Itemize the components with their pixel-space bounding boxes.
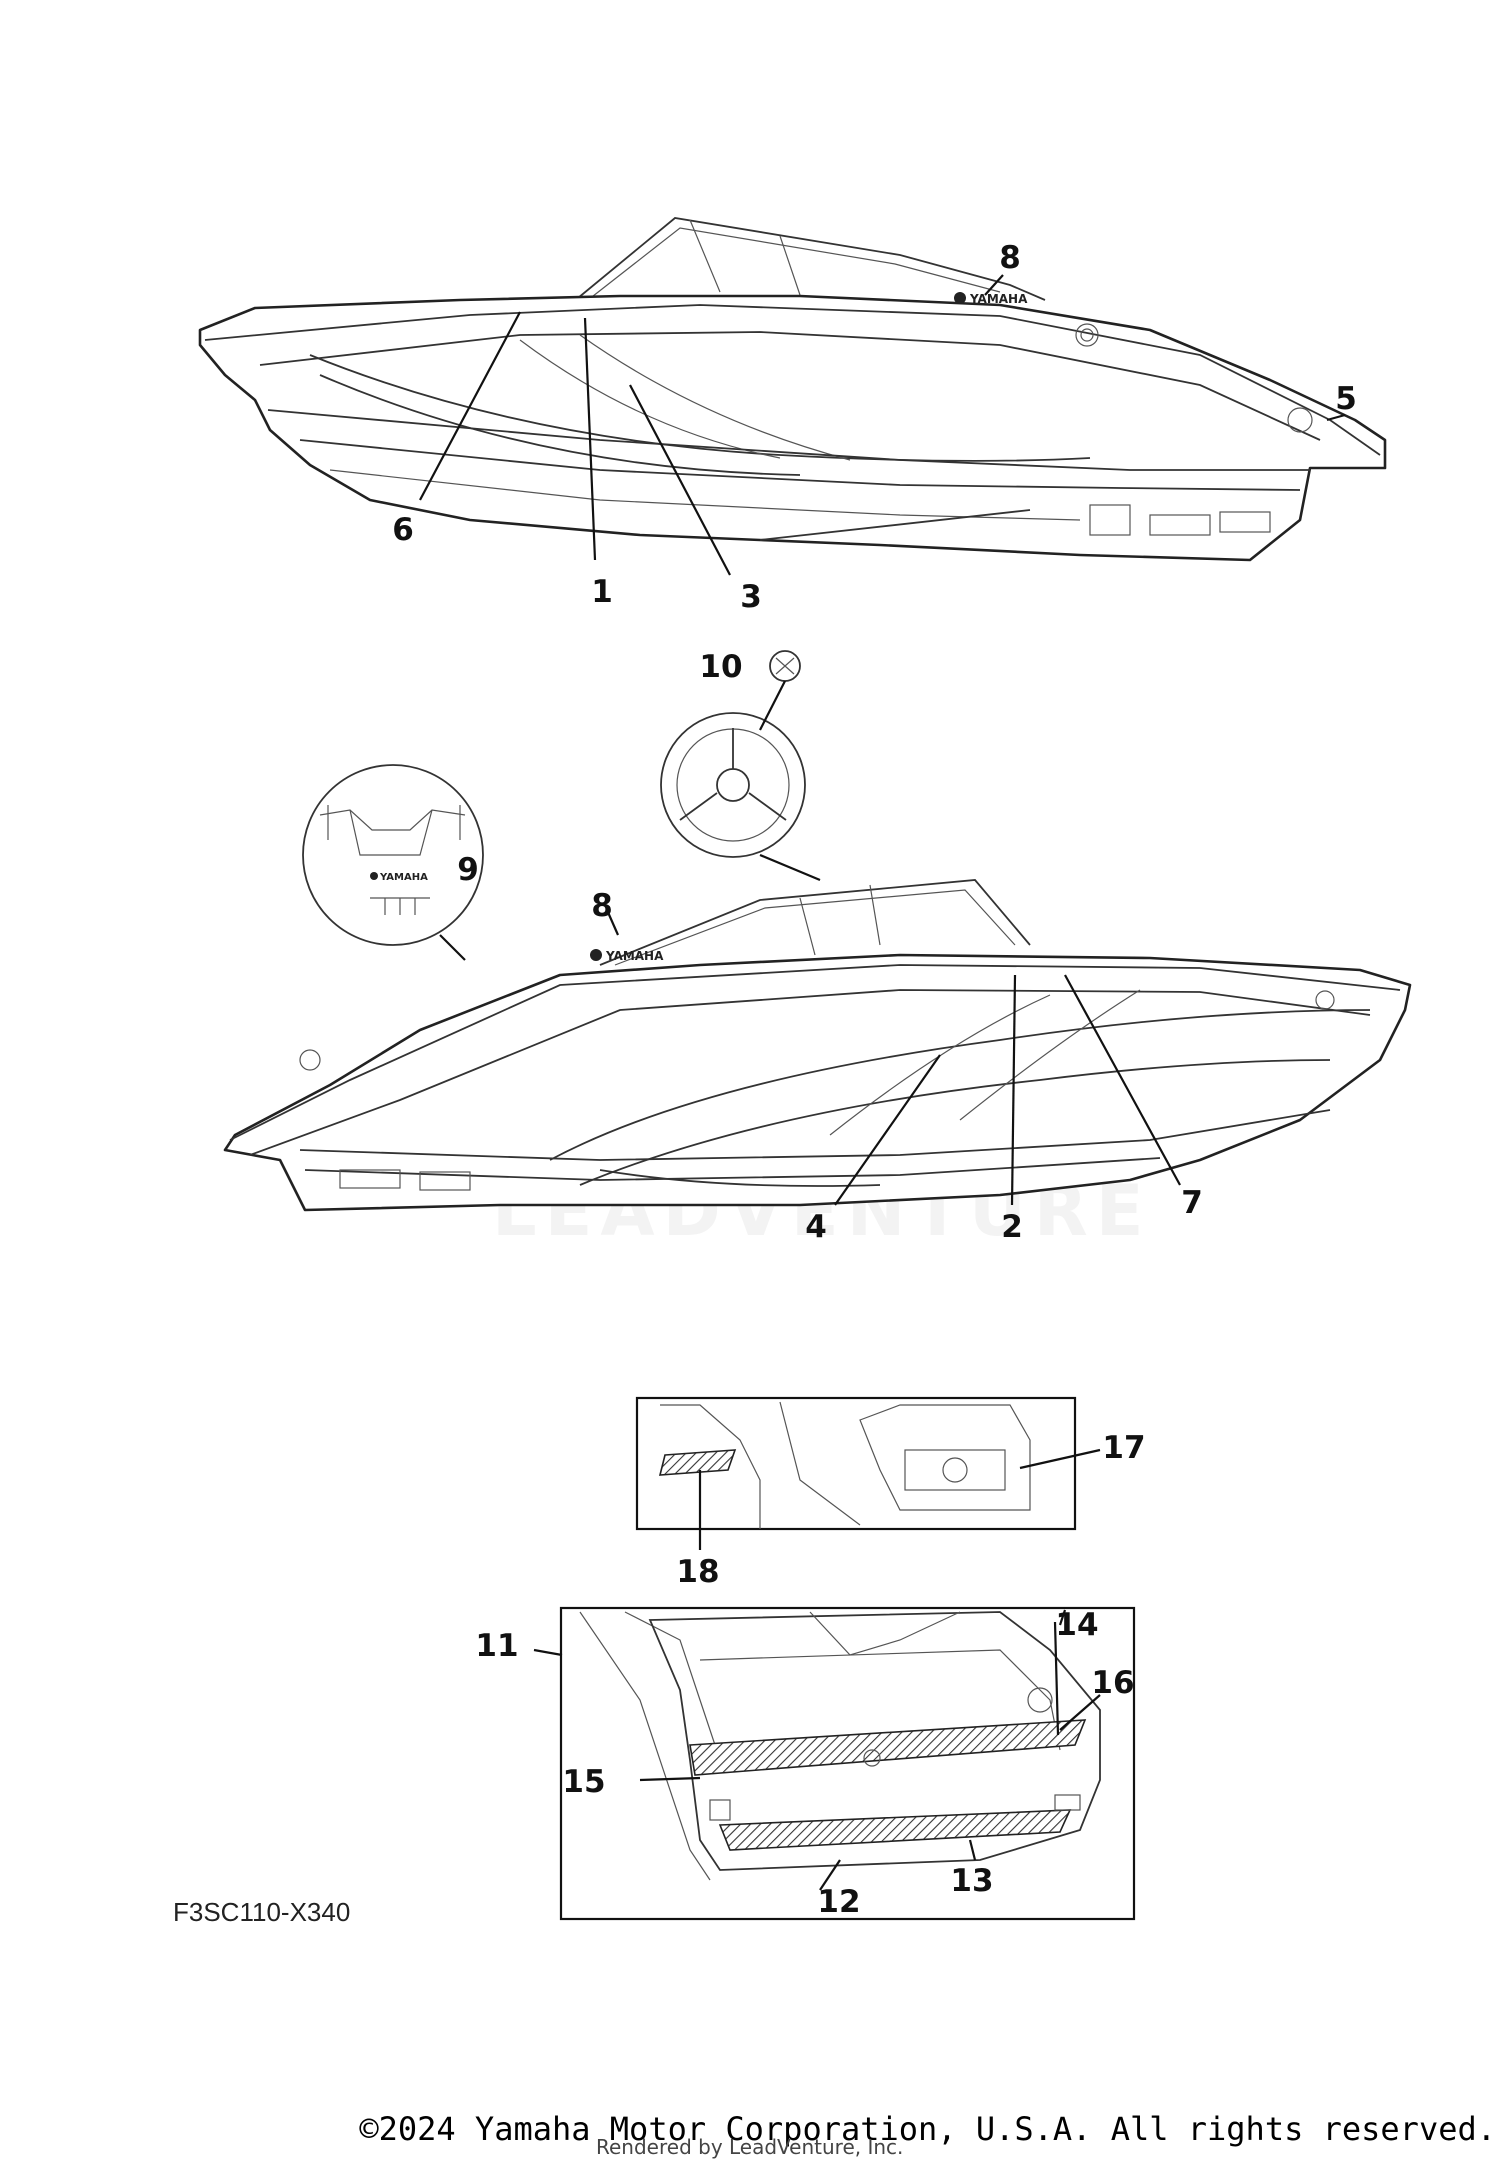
callout-8-bottom: 8 (591, 888, 613, 924)
callout-14: 14 (1055, 1607, 1098, 1643)
callout-17: 17 (1102, 1430, 1145, 1466)
callout-5: 5 (1335, 381, 1357, 417)
callout-10: 10 (699, 649, 742, 685)
callout-4: 4 (805, 1209, 827, 1245)
callout-labels: 1 2 3 4 5 6 7 8 8 9 10 11 12 13 14 15 16… (392, 240, 1357, 1920)
boat-side-view-port: YAMAHA (223, 879, 1412, 1212)
badge-text-bottom: YAMAHA (605, 949, 664, 963)
callout-13: 13 (950, 1863, 993, 1899)
callout-12: 12 (817, 1884, 860, 1920)
callout-3: 3 (740, 579, 762, 615)
boat-side-view-starboard: YAMAHA (198, 217, 1387, 562)
helm-inset (635, 1396, 1101, 1550)
callout-7: 7 (1181, 1185, 1203, 1221)
steering-wheel-detail (660, 650, 821, 882)
stern-platform-inset (533, 1606, 1136, 1921)
callout-8-top: 8 (999, 240, 1021, 276)
decal-detail-circle: YAMAHA (302, 764, 484, 961)
callout-2: 2 (1001, 1209, 1023, 1245)
badge-text-detail: YAMAHA (379, 872, 428, 883)
callout-6: 6 (392, 512, 414, 548)
callout-15: 15 (562, 1764, 605, 1800)
rendered-by-notice: Rendered by LeadVenture, Inc. (596, 2135, 904, 2159)
callout-11: 11 (475, 1628, 518, 1664)
callout-9: 9 (457, 852, 479, 888)
badge-text-top: YAMAHA (969, 292, 1028, 306)
diagram-code: F3SC110-X340 (173, 1897, 351, 1927)
callout-18: 18 (676, 1554, 719, 1590)
callout-16: 16 (1091, 1665, 1134, 1701)
callout-1: 1 (591, 574, 613, 610)
copyright-notice: ©2024 Yamaha Motor Corporation, U.S.A. A… (359, 2110, 1496, 2148)
leader-lines (419, 274, 1346, 1206)
